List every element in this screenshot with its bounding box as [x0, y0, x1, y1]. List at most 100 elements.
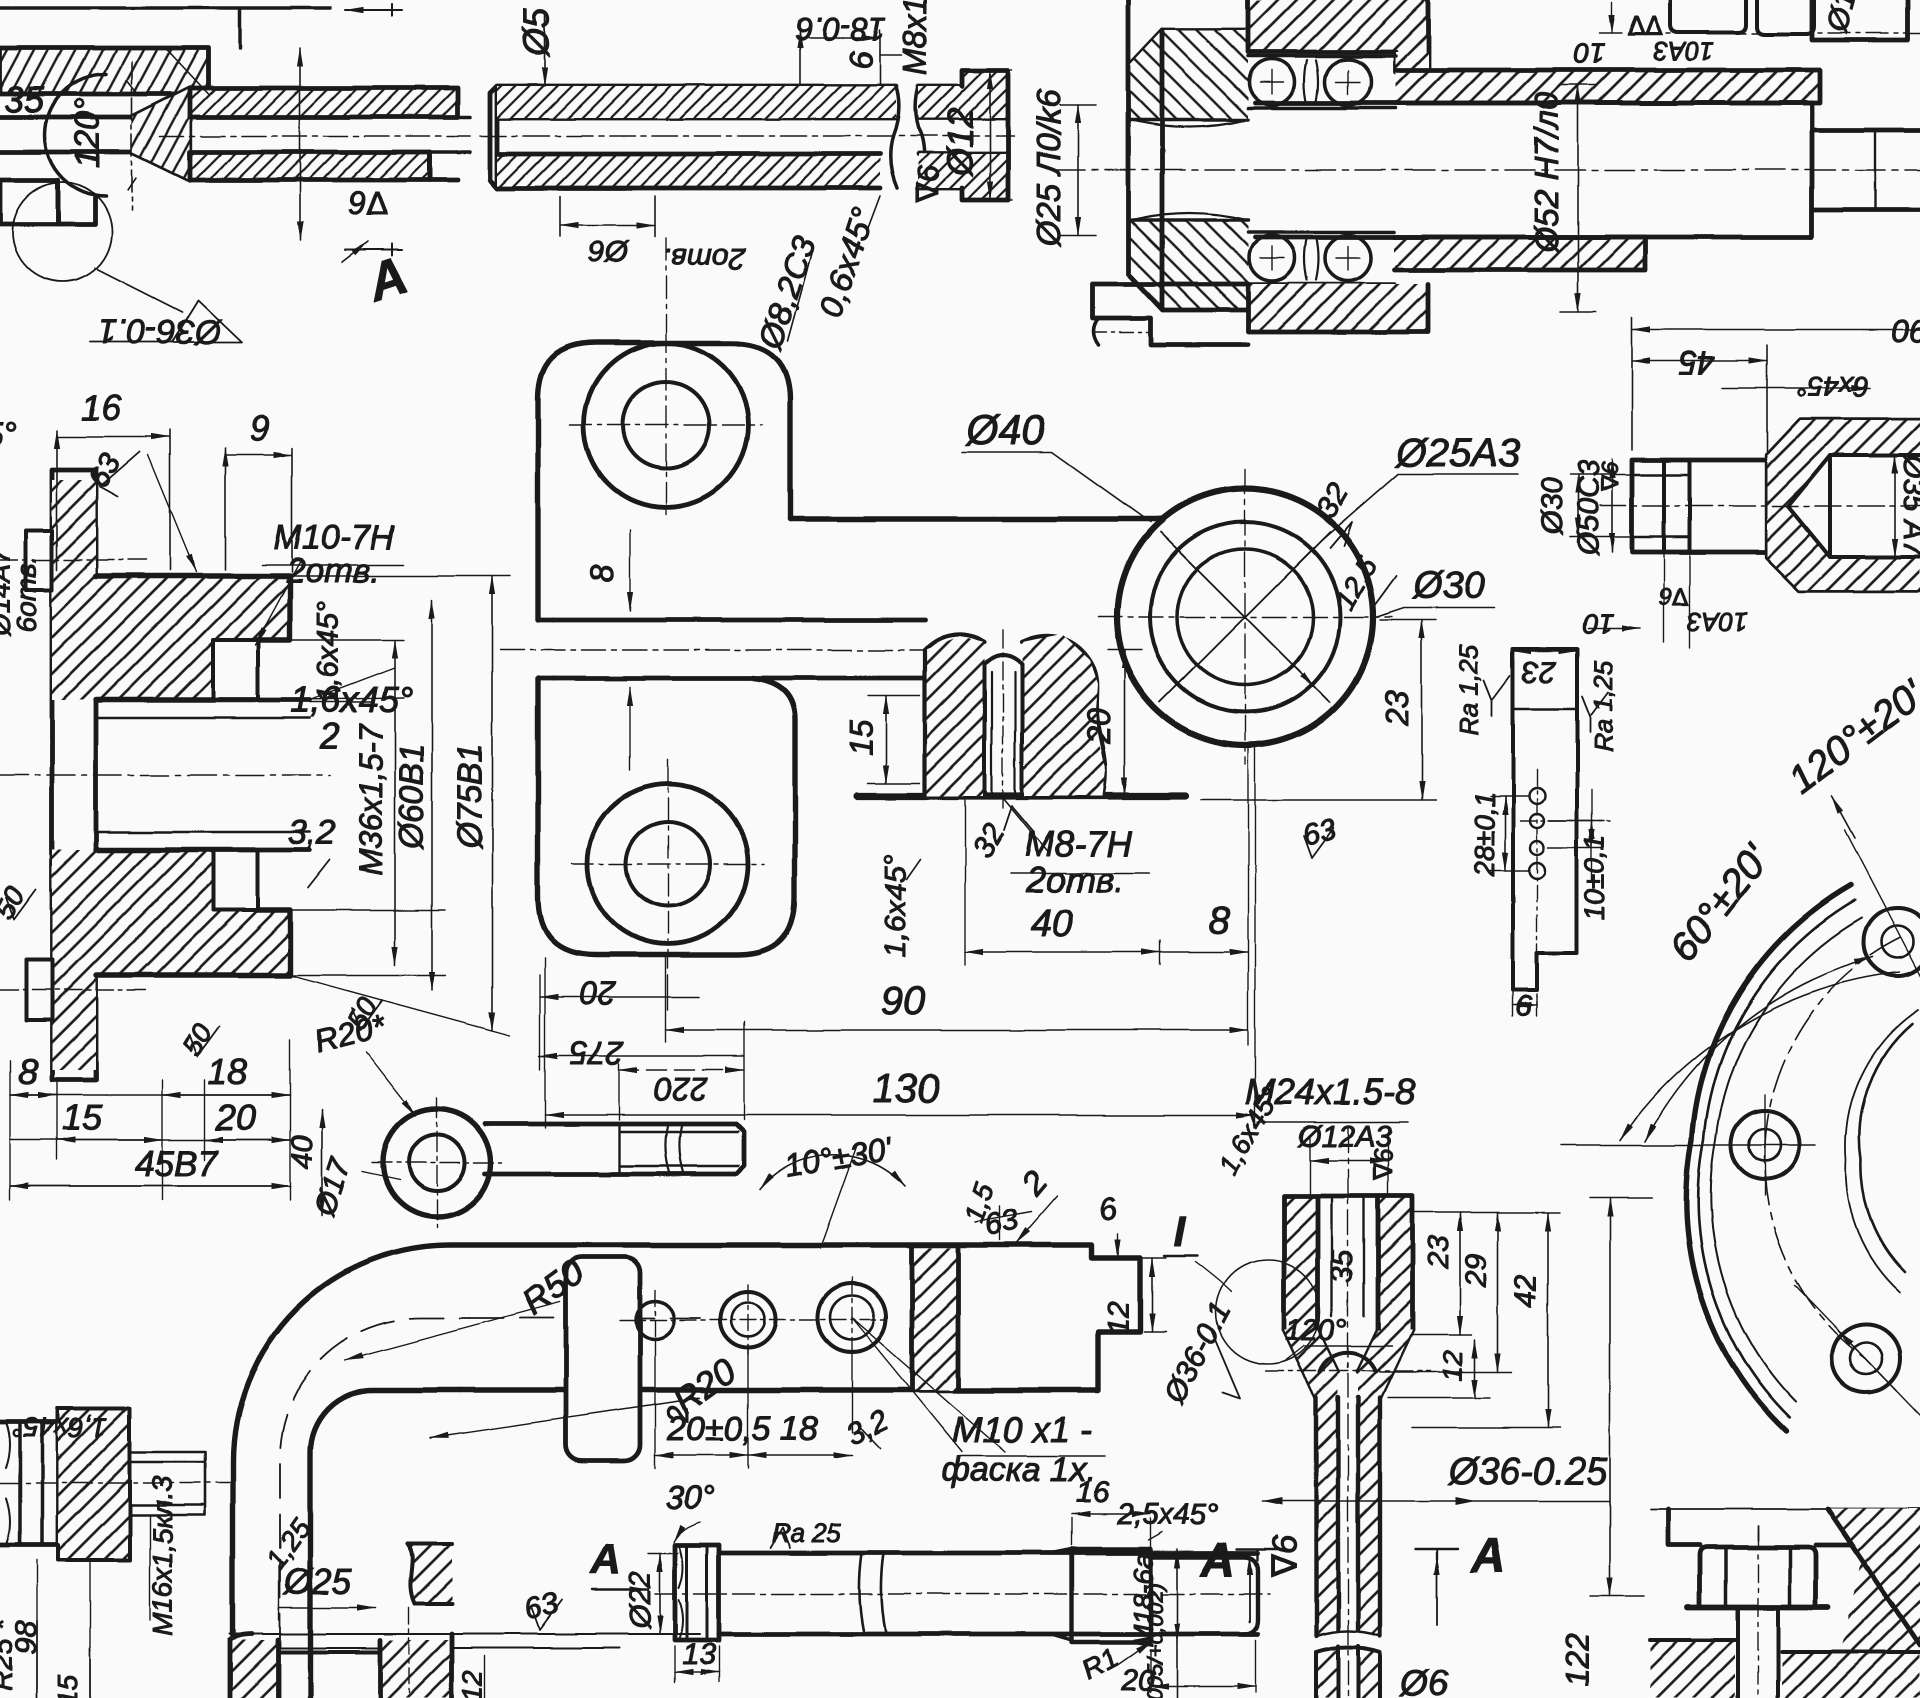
centerline [569, 237, 763, 521]
dim-label: 18 [208, 1051, 248, 1092]
dim-label: Ø30 [1411, 565, 1485, 607]
outline-path [544, 747, 1256, 1129]
hatch-region [1358, 1330, 1412, 1398]
dim-label: Ø12А3 [1297, 1120, 1392, 1153]
roughness-label: Ra 1,25 [1588, 660, 1618, 752]
dim-label: Ø35 А7 [1897, 454, 1920, 558]
outline-path [1147, 1531, 1163, 1541]
outline-path [964, 747, 1249, 1046]
hatch-region [1840, 1545, 1920, 1652]
drawing-circle [1848, 1340, 1884, 1376]
outline-path [1379, 1334, 1561, 1429]
dim-label: М10 х1 - [952, 1409, 1092, 1450]
outline-path [654, 1344, 853, 1469]
outline-path [1059, 104, 1097, 236]
outline-path [5, 889, 37, 921]
dim-label: М36х1,5-7 [353, 723, 389, 875]
outline-path [1246, 54, 1397, 110]
dim-label: 1,6х45° [12, 1412, 107, 1443]
dim-label: Ø75В1 [451, 743, 489, 850]
outline-path [1512, 959, 1538, 1017]
dim-label: Ø40 [964, 406, 1046, 453]
dim-label: М16х1,5кл.3 [147, 1476, 178, 1636]
section-label: А [1471, 1530, 1507, 1583]
outline-path [961, 451, 1151, 523]
outline-path [56, 1406, 132, 1562]
dim-label: 10 [1574, 38, 1606, 69]
outline-path [94, 716, 312, 834]
dim-label: 45В7 [134, 1143, 220, 1184]
dim-label: 1,6х45° [291, 679, 413, 720]
dim-label: 10А3 [1687, 607, 1748, 637]
dim-label: 10А3 [1653, 36, 1714, 66]
outline-path [857, 1424, 881, 1449]
dim-label: 1,6х45° [879, 855, 912, 957]
hatch-region [1248, 284, 1428, 332]
dim-label: 16 [1076, 1476, 1110, 1509]
dim-label: Ø25 Л0/k6 [1030, 89, 1067, 247]
outline-path [769, 1527, 791, 1549]
outline-path [351, 999, 383, 1031]
hatch-region [918, 154, 1008, 200]
dim-label: 90 [1892, 313, 1920, 349]
dim-label: М10-7Н [274, 519, 395, 557]
dim-label: 18 [780, 1410, 818, 1448]
hatch-region [1358, 1646, 1380, 1698]
dim-label: 28±0,1 [1469, 791, 1500, 877]
drawing-circle [1862, 906, 1920, 978]
outline-path [1844, 1009, 1919, 1293]
dim-label: 120° [69, 98, 107, 168]
outline-path [1313, 1395, 1383, 1639]
part-socket: 90 45 6х45° Ø35 А7 Ø30 Ø50С3 ∇6 10 10А3 … [1536, 313, 1920, 649]
hatch-region [52, 850, 96, 1070]
hatch-region [1782, 1652, 1920, 1698]
roughness-label: ∇6 [348, 185, 388, 221]
hatch-region [1395, 52, 1428, 72]
outline-path [851, 1317, 963, 1453]
outline-path [1199, 619, 1437, 801]
outline-path [678, 1544, 684, 1641]
dim-label: Ø52 Н7/л0 [1528, 91, 1565, 253]
outline-path [188, 115, 472, 154]
outline-path [1285, 1345, 1393, 1361]
outline-path [1559, 84, 1597, 313]
outline-path [559, 195, 656, 237]
dim-label: 8 [1208, 900, 1229, 942]
roughness-label: ∇6 [1597, 462, 1624, 493]
outline-path [276, 1650, 382, 1698]
hatch-region [497, 86, 896, 118]
part-hub-flange: 16 9 45° 63 М10-7Н 2отв. Ø14А7 6отв. 1,6… [0, 387, 511, 1201]
dim-label: 20 [215, 1097, 256, 1138]
hatch-region [58, 1408, 130, 1560]
outline-path [0, 6, 332, 50]
dim-label: 98 [10, 1620, 43, 1654]
outline-path [1071, 1517, 1151, 1553]
dim-label: 45 [1679, 345, 1715, 381]
outline-path [1147, 1554, 1261, 1637]
outline-path [674, 1645, 720, 1683]
outline-path [43, 72, 108, 198]
outline-path [1303, 234, 1320, 282]
hatch-region [912, 1248, 958, 1390]
drawing-circle [1830, 1322, 1902, 1394]
dim-label: 2,5х45° [1116, 1498, 1219, 1531]
part-strip-plate: 23 Ra 1,25 Ra 1,25 28±0,1 10±0,1 6 [1454, 643, 1619, 1023]
part-corner-section [1648, 1506, 1920, 1698]
roughness-label: ∇6 [912, 165, 945, 203]
dim-label: 12 [457, 1670, 488, 1698]
dim-label: 6 [843, 51, 879, 69]
outline-path [1303, 58, 1320, 106]
dim-label: 35 [1326, 1249, 1359, 1283]
dim-label: Ø6 [589, 234, 630, 267]
dim-label: Ø30 [1536, 477, 1569, 535]
dim-label: Ø25 [283, 1561, 353, 1602]
centerline [371, 1097, 503, 1229]
outline-path [164, 47, 209, 95]
outline-path [1663, 551, 1691, 649]
part-bearing-unit: Ø25 Л0/k6 Ø52 Н7/л0 Ø1 10 ∇∇ 10А3 [1030, 0, 1920, 348]
dim-label: 120° [1285, 1314, 1347, 1347]
outline-path [482, 1121, 747, 1177]
dim-label: 2отв. [663, 242, 746, 275]
dim-label: 23 [1522, 655, 1557, 688]
